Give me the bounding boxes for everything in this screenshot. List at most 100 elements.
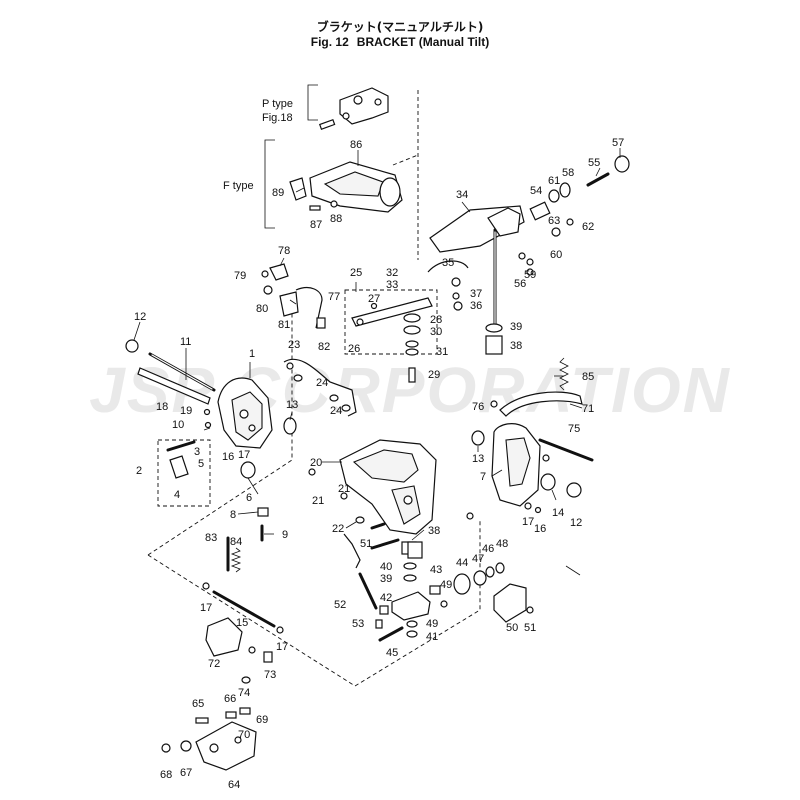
watermark: JSP CORPORATION [89,354,731,426]
callout-77: 77 [328,291,340,303]
title-japanese: ブラケット(マニュアルチルト) [316,20,484,34]
callout-71: 71 [582,403,594,415]
callout-86: 86 [350,139,362,151]
callout-17-b: 17 [522,516,534,528]
callout-6: 6 [246,492,252,504]
callout-22: 22 [332,523,344,535]
callout-75: 75 [568,423,580,435]
callout-66: 66 [224,693,236,705]
group-label-p-type-ref: Fig.18 [262,112,293,124]
callout-24-b: 24 [330,405,342,417]
callout-76: 76 [472,401,484,413]
callout-40: 40 [380,561,392,573]
callout-67: 67 [180,767,192,779]
callout-51-a: 51 [360,538,372,550]
callout-17-d: 17 [276,641,288,653]
callout-10: 10 [172,419,184,431]
callout-85: 85 [582,371,594,383]
callout-20: 20 [310,457,322,469]
callout-38-top: 38 [510,340,522,352]
callout-15: 15 [236,617,248,629]
tilt-stopper-assembly [427,155,630,355]
callout-51-b: 51 [524,622,536,634]
leader-lines [133,148,621,576]
bracket-f-type [264,139,275,229]
tilt-bar-and-spring [490,357,583,417]
callout-36: 36 [470,300,482,312]
hook-parts-cluster [261,263,326,329]
callout-83: 83 [205,532,217,544]
callout-38-bottom: 38 [428,525,440,537]
callout-13-left: 13 [286,399,298,411]
callout-60: 60 [550,249,562,261]
callout-17-a: 17 [238,449,250,461]
callout-5: 5 [198,458,204,470]
callout-58: 58 [562,167,574,179]
callout-21-b: 21 [338,483,350,495]
callout-55: 55 [588,157,600,169]
group-label-p-type: P type [262,98,293,110]
callout-19: 19 [180,405,192,417]
callout-80: 80 [256,303,268,315]
callout-52: 52 [334,599,346,611]
callout-21-a: 21 [312,495,324,507]
callout-50: 50 [506,622,518,634]
callout-64: 64 [228,779,240,791]
callout-89: 89 [272,187,284,199]
group-box-25 [344,289,438,355]
lower-link-assembly [202,536,284,684]
callout-37: 37 [470,288,482,300]
right-lower-parts [453,562,534,623]
callout-31: 31 [436,346,448,358]
callout-42: 42 [380,592,392,604]
callout-82: 82 [318,341,330,353]
p-type-bracket-part [318,87,389,130]
callout-16-b: 16 [534,523,546,535]
callout-1: 1 [249,348,255,360]
callout-14: 14 [552,507,564,519]
callout-25: 25 [350,267,362,279]
callout-27: 27 [368,293,380,305]
callout-13-right: 13 [472,453,484,465]
callout-62: 62 [582,221,594,233]
callout-9: 9 [282,529,288,541]
callout-16: 16 [222,451,234,463]
callout-41: 41 [426,631,438,643]
callout-4: 4 [174,489,180,501]
callout-69: 69 [256,714,268,726]
callout-63: 63 [548,215,560,227]
callout-81: 81 [278,319,290,331]
callout-72: 72 [208,658,220,670]
callout-35: 35 [442,257,454,269]
callout-18: 18 [156,401,168,413]
figure-number: Fig. 12 [310,35,349,49]
callout-45: 45 [386,647,398,659]
bottom-bracket-64 [161,707,257,771]
callout-32: 32 [386,267,398,279]
callout-3: 3 [194,446,200,458]
callout-73: 73 [264,669,276,681]
callout-29: 29 [428,369,440,381]
group-label-f-type: F type [223,180,254,192]
lever-assembly-25 [351,297,433,383]
callout-88: 88 [330,213,342,225]
callout-74: 74 [238,687,250,699]
figure-name: BRACKET (Manual Tilt) [356,35,490,49]
clamp-bracket-left [125,339,357,542]
callout-34: 34 [456,189,468,201]
callout-78: 78 [278,245,290,257]
callout-57: 57 [612,137,624,149]
callout-43: 43 [430,564,442,576]
callout-44: 44 [456,557,468,569]
callout-59: 59 [524,269,536,281]
callout-12-right: 12 [570,517,582,529]
callout-8: 8 [230,509,236,521]
callout-2: 2 [136,465,142,477]
title-english: Fig. 12 BRACKET (Manual Tilt) [0,35,800,49]
callout-46: 46 [482,543,494,555]
callout-33: 33 [386,279,398,291]
callout-79: 79 [234,270,246,282]
callout-61: 61 [548,175,560,187]
